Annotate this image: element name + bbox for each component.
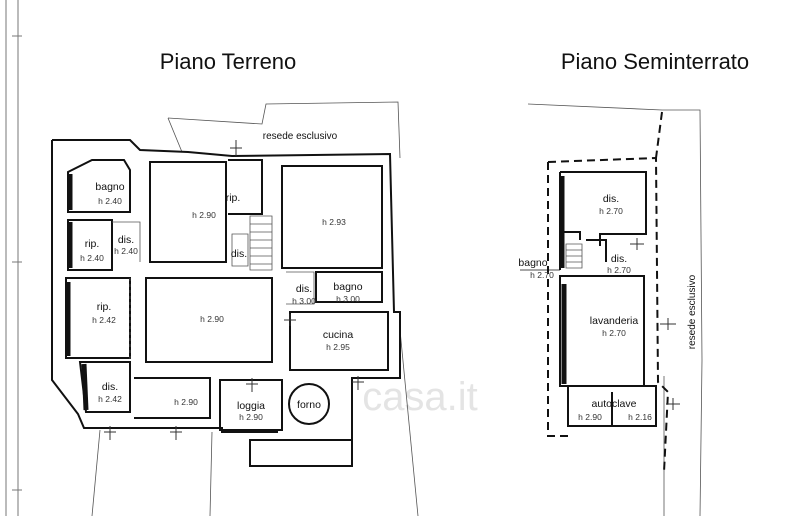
entry-arrow: [284, 314, 296, 326]
bagno-walls: [586, 239, 607, 262]
dis3-outline: [231, 233, 249, 267]
stair-landing: [560, 231, 581, 240]
room-name: forno: [297, 399, 321, 411]
entry-arrow: [230, 140, 242, 156]
room-name: dis.: [102, 381, 118, 393]
room-height: h 2.40: [114, 246, 138, 256]
entry-arrow: [352, 376, 364, 390]
room-name: dis.: [611, 253, 627, 265]
opening-mark: [630, 238, 644, 250]
dis-room-walls: [559, 171, 647, 270]
room-name: dis.: [231, 248, 247, 260]
outer-wall: [51, 140, 278, 433]
room-upper-right-walls: [281, 165, 383, 269]
room-height: h 2.90: [239, 412, 263, 422]
entry-arrow: [104, 426, 116, 440]
room-name: bagno: [333, 281, 362, 293]
title-basement: Piano Seminterrato: [561, 49, 749, 74]
room-name: rip.: [85, 238, 100, 250]
room-name: bagno: [518, 257, 547, 269]
property-boundary: [547, 162, 570, 437]
autoclave-walls: [567, 385, 657, 427]
room-name: dis.: [118, 234, 134, 246]
room-name: loggia: [237, 400, 265, 412]
room-height: h 3.00: [336, 294, 360, 304]
room-height: h 2.70: [602, 328, 626, 338]
watermark: casa.it: [362, 375, 478, 419]
rip3-walls: [228, 159, 263, 215]
loggia-walls: [219, 379, 283, 431]
room-height: h 2.70: [530, 270, 554, 280]
room-name: bagno: [95, 181, 124, 193]
room-height: h 2.70: [599, 206, 623, 216]
entry-arrow: [246, 378, 258, 392]
basement-plan: resede esclusivo dis. h 2.70 bagno h 2.7…: [518, 103, 703, 516]
title-ground-floor: Piano Terreno: [160, 49, 297, 74]
basement-stair: [565, 243, 583, 269]
room-height: h 2.70: [607, 265, 631, 275]
room-height: h 2.40: [98, 196, 122, 206]
room-name: rip.: [226, 192, 241, 204]
room-height: h 3.00: [292, 296, 316, 306]
room-upper-center-walls: [149, 161, 227, 263]
dis4-outline: [286, 271, 315, 305]
bagno-walls: [67, 159, 131, 213]
entry-arrow: [666, 398, 680, 410]
room-name: lavanderia: [590, 315, 639, 327]
room-name: autoclave: [592, 398, 637, 410]
cucina-walls: [289, 311, 389, 371]
room-name: cucina: [323, 329, 354, 341]
room-height: h 2.95: [326, 342, 350, 352]
room-name: dis.: [296, 283, 312, 295]
bagno2-walls: [315, 271, 383, 303]
room-name: rip.: [97, 301, 112, 313]
room-bottom-walls: [134, 377, 211, 419]
room-height: h 2.42: [98, 394, 122, 404]
entry-arrow: [660, 318, 676, 330]
room-height: h 2.42: [92, 315, 116, 325]
entry-arrow: [170, 426, 182, 440]
resede-outline: [167, 101, 401, 159]
property-boundary: [655, 111, 663, 159]
outer-wall: [52, 139, 401, 467]
resede-label: resede esclusivo: [687, 274, 698, 349]
wall-thick: [81, 363, 89, 411]
dis1-outline: [112, 221, 141, 262]
resede-label: resede esclusivo: [263, 131, 338, 142]
room-height: h 2.90: [578, 412, 602, 422]
resede-outline: [167, 117, 183, 153]
room-height: h 2.90: [200, 314, 224, 324]
stair: [249, 215, 273, 271]
garden-lines: [91, 329, 419, 516]
property-boundary: [547, 156, 670, 473]
ground-floor-plan: resede esclusivo bagno h 2.40 rip. h 2.4…: [51, 101, 419, 516]
room-height: h 2.90: [192, 210, 216, 220]
room-height: h 2.90: [174, 397, 198, 407]
room-name: dis.: [603, 193, 619, 205]
boundary-lines: [527, 103, 703, 516]
room-height: h 2.40: [80, 253, 104, 263]
room-height: h 2.16: [628, 412, 652, 422]
room-height: h 2.93: [322, 217, 346, 227]
room-center-walls: [145, 277, 273, 363]
forno-oven: [288, 383, 330, 425]
